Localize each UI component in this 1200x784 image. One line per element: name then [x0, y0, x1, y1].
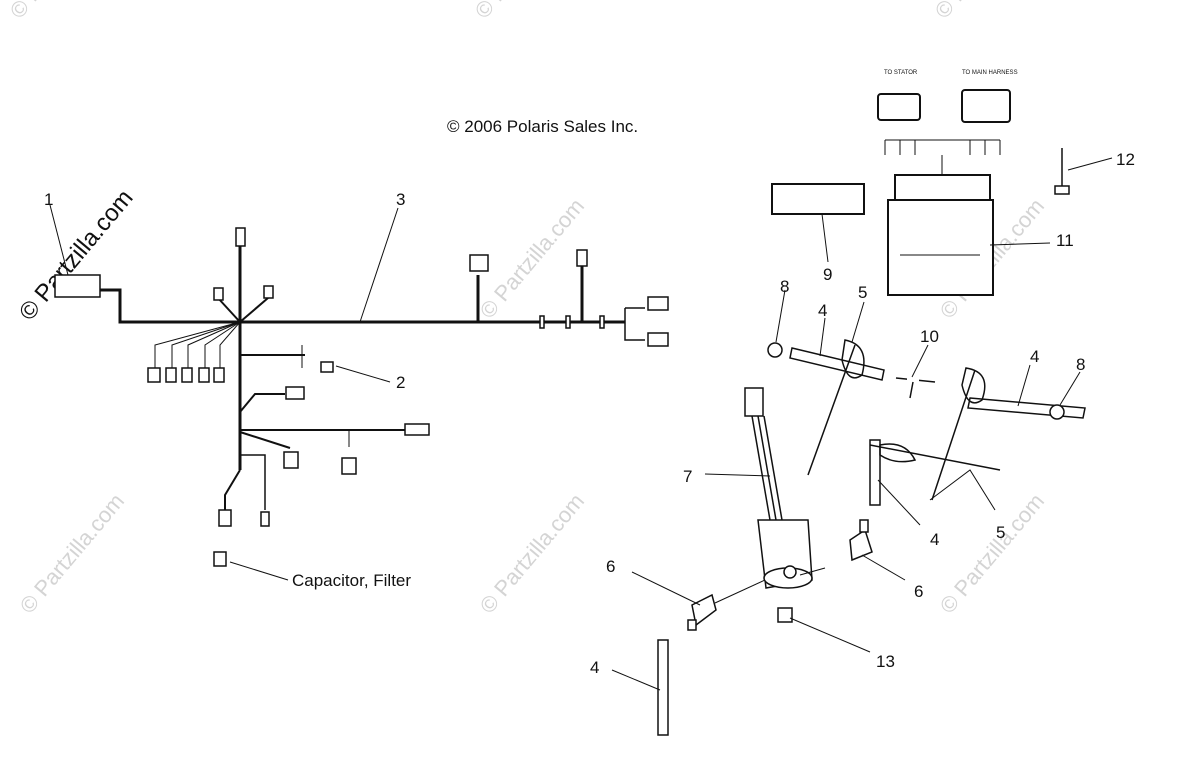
connector	[147, 367, 161, 383]
mounting-plate	[771, 183, 865, 215]
main-harness-connector-label: TO MAIN HARNESS	[962, 70, 1018, 76]
switch-assembly	[744, 387, 813, 589]
leader-9	[821, 213, 829, 263]
watermark: © Partzilla.com	[475, 194, 589, 324]
callout-10: 10	[920, 327, 939, 346]
connector	[198, 367, 210, 383]
copyright-text: © 2006 Polaris Sales Inc.	[447, 117, 638, 136]
connector	[263, 285, 274, 299]
terminals-6	[687, 519, 873, 631]
connector	[218, 509, 232, 527]
connector	[576, 249, 588, 267]
watermark: © Partzilla.com	[935, 489, 1049, 619]
callout-capacitor: Capacitor, Filter	[292, 571, 411, 590]
harness-branch-wires	[154, 321, 241, 370]
connector-2	[320, 361, 334, 373]
callout-12: 12	[1116, 150, 1135, 169]
watermark: © Partzilla.com	[15, 489, 129, 619]
callout-1: 1	[44, 190, 53, 209]
watermark: © Partzilla.com	[930, 0, 1044, 23]
connector	[647, 296, 669, 311]
callout-7: 7	[683, 467, 692, 486]
clip	[539, 315, 545, 329]
leader-11	[989, 242, 1051, 246]
stator-connector-label: TO STATOR	[884, 70, 918, 76]
stator-connector	[877, 93, 921, 121]
callout-5a: 5	[858, 283, 867, 302]
connector	[213, 287, 224, 301]
right-leaders	[611, 289, 1081, 691]
callout-8a: 8	[780, 277, 789, 296]
watermark-layer: © Partzilla.com © Partzilla.com © Partzi…	[5, 0, 1049, 618]
connector	[341, 457, 357, 475]
regulator-wires	[884, 139, 1001, 175]
main-harness-connector	[961, 89, 1011, 123]
watermark: © Partzilla.com	[470, 0, 584, 23]
watermark: © Partzilla.com	[475, 489, 589, 619]
connector	[260, 511, 270, 527]
connector	[285, 386, 305, 400]
callout-11: 11	[1056, 231, 1074, 250]
connector	[647, 332, 669, 347]
rivet	[1054, 148, 1070, 195]
cable-ties	[807, 339, 1001, 501]
clip	[565, 315, 571, 329]
connector	[469, 254, 489, 272]
callout-4a: 4	[818, 301, 827, 320]
connector	[213, 367, 225, 383]
capacitor-filter	[213, 551, 227, 567]
connector	[235, 227, 246, 247]
connector	[181, 367, 193, 383]
connector-1	[54, 274, 101, 298]
grommet-8	[1049, 404, 1065, 420]
callout-2: 2	[396, 373, 405, 392]
clip	[599, 315, 605, 329]
callout-6b: 6	[914, 582, 923, 601]
callout-8b: 8	[1076, 355, 1085, 374]
callout-4b: 4	[1030, 347, 1039, 366]
connector	[404, 423, 430, 436]
wire-harness	[100, 245, 645, 512]
screw-13	[777, 607, 793, 623]
callout-6a: 6	[606, 557, 615, 576]
callout-5b: 5	[996, 523, 1005, 542]
sleeves	[657, 347, 1086, 736]
leader-12	[1067, 157, 1113, 171]
callout-9: 9	[823, 265, 832, 284]
callout-13: 13	[876, 652, 895, 671]
callout-4d: 4	[590, 658, 599, 677]
watermark: © Partzilla.com	[5, 0, 119, 23]
harness-connectors	[54, 227, 669, 567]
harness-leaders	[49, 204, 399, 581]
callout-4c: 4	[930, 530, 939, 549]
terminal-10	[895, 374, 936, 399]
regulator-connectors	[877, 89, 1011, 123]
connector	[283, 451, 299, 469]
callout-3: 3	[396, 190, 405, 209]
grommet-8	[767, 342, 783, 358]
voltage-regulator	[887, 174, 994, 296]
connector	[165, 367, 177, 383]
